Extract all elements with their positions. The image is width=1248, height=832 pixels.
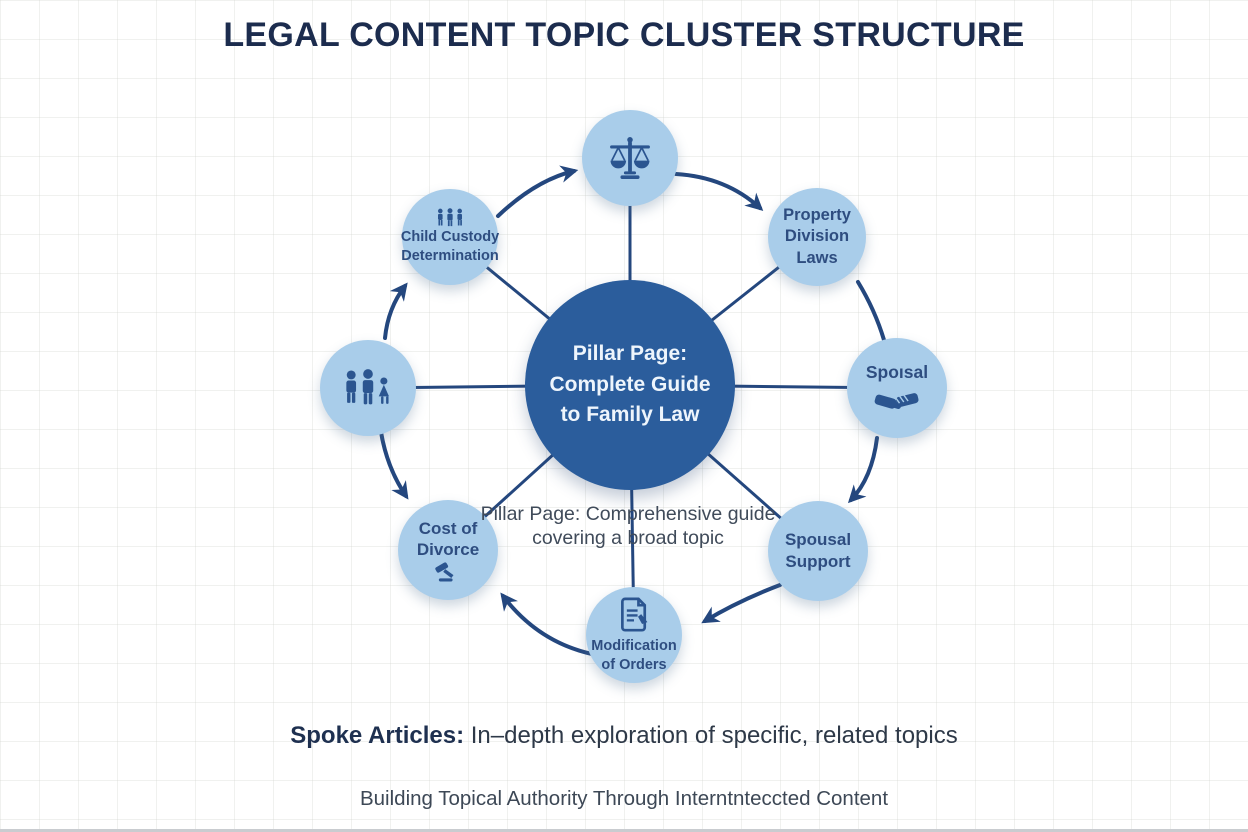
handshake-icon: [874, 388, 920, 415]
spoke-spousal-support: Spousal Support: [768, 501, 868, 601]
spoke-scales-topic: [582, 110, 678, 206]
spoke-label: Child Custody Determination: [400, 229, 500, 264]
spoke-label: Property Division Laws: [783, 205, 851, 267]
flow-arrows: [379, 165, 886, 656]
spoke-property-division: Property Division Laws: [768, 188, 866, 286]
page-title: LEGAL CONTENT TOPIC CLUSTER STRUCTURE: [223, 16, 1025, 54]
pillar-page-hub: Pillar Page: Complete Guide to Family La…: [525, 280, 735, 490]
footer-note: Building Topical Authority Through Inter…: [359, 787, 889, 810]
spoke-family-topic: [320, 340, 416, 436]
spoke-articles-note: Spoke Articles: In–depth exploration of …: [0, 722, 1248, 750]
spoke-articles-note-bold: Spoke Articles:: [290, 722, 465, 749]
spoke-spousal-handshake: Spoısal: [847, 338, 947, 438]
pillar-page-note: Pillar Page: Comprehensive guide coverin…: [480, 503, 776, 549]
spoke-label: Modification of Orders: [591, 637, 677, 673]
spoke-modification-of-orders: Modification of Orders: [586, 587, 682, 683]
spoke-child-custody: Child Custody Determination: [400, 189, 500, 285]
spoke-label: Spoısal: [865, 361, 929, 382]
spoke-cost-of-divorce: Cost of Divorce: [398, 500, 498, 600]
family-icon: [435, 208, 465, 228]
document-edit-icon: [617, 596, 651, 634]
family-icon: [340, 369, 396, 407]
gavel-icon: [433, 560, 463, 582]
spoke-label: Cost of Divorce: [416, 518, 480, 559]
spoke-articles-note-rest: In–depth exploration of specific, relate…: [464, 722, 958, 749]
spoke-label: Spousal Support: [784, 529, 852, 571]
scales-of-justice-icon: [604, 132, 656, 184]
pillar-page-label: Pillar Page: Complete Guide to Family La…: [549, 342, 711, 427]
